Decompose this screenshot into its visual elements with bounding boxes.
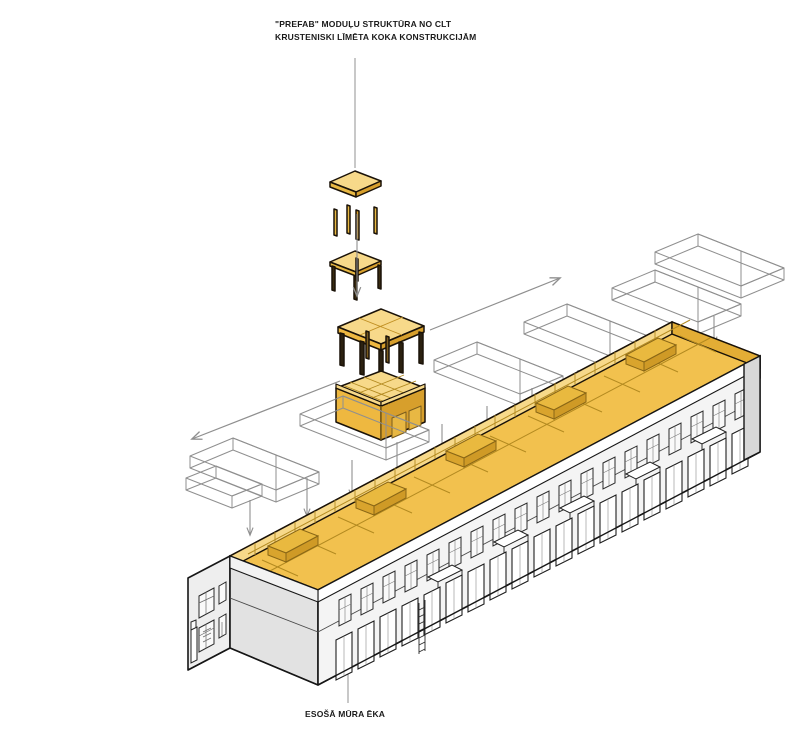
- wireframe-module-group-middle: [433, 341, 564, 407]
- building-base-line: [187, 451, 761, 686]
- wireframe-module-group-left: [185, 437, 320, 509]
- top-title-line-1: "PREFAB" MODUĻU STRUKTŪRA NO CLT: [275, 19, 452, 29]
- column-set: [333, 204, 378, 241]
- floor-table-frame: [329, 250, 382, 301]
- clt-module-boxes: [266, 337, 678, 563]
- ceiling-slab-panel: [329, 170, 382, 198]
- facade-upper-window-mullions: [338, 391, 748, 623]
- assembly-direction-arrow-left: [190, 380, 341, 440]
- gable-window-mullions: [198, 592, 223, 648]
- existing-masonry-building: [187, 354, 761, 686]
- exploded-parts-stack: [329, 170, 426, 441]
- roof-ladder: [418, 600, 426, 654]
- bottom-title-block: ESOŠĀ MŪRA ĒKA: [305, 708, 385, 721]
- building-cornice-band-left: [229, 555, 319, 603]
- wireframe-module-group-right: [611, 233, 785, 335]
- finished-module: [335, 370, 426, 441]
- top-title-block: "PREFAB" MODUĻU STRUKTŪRA NO CLT KRUSTEN…: [275, 18, 476, 44]
- bottom-title-line-1: ESOŠĀ MŪRA ĒKA: [305, 709, 386, 719]
- direction-arrows: [190, 277, 562, 440]
- wireframe-module-group-mid-left: [299, 395, 430, 461]
- building-right-end-face: [743, 354, 761, 462]
- assembled-module-frame: [337, 308, 425, 382]
- building-entrance-door: [190, 626, 198, 664]
- top-title-line-2: KRUSTENISKI LĪMĒTA KOKA KONSTRUKCIJĀM: [275, 32, 477, 42]
- assembly-direction-arrow-right: [429, 277, 562, 331]
